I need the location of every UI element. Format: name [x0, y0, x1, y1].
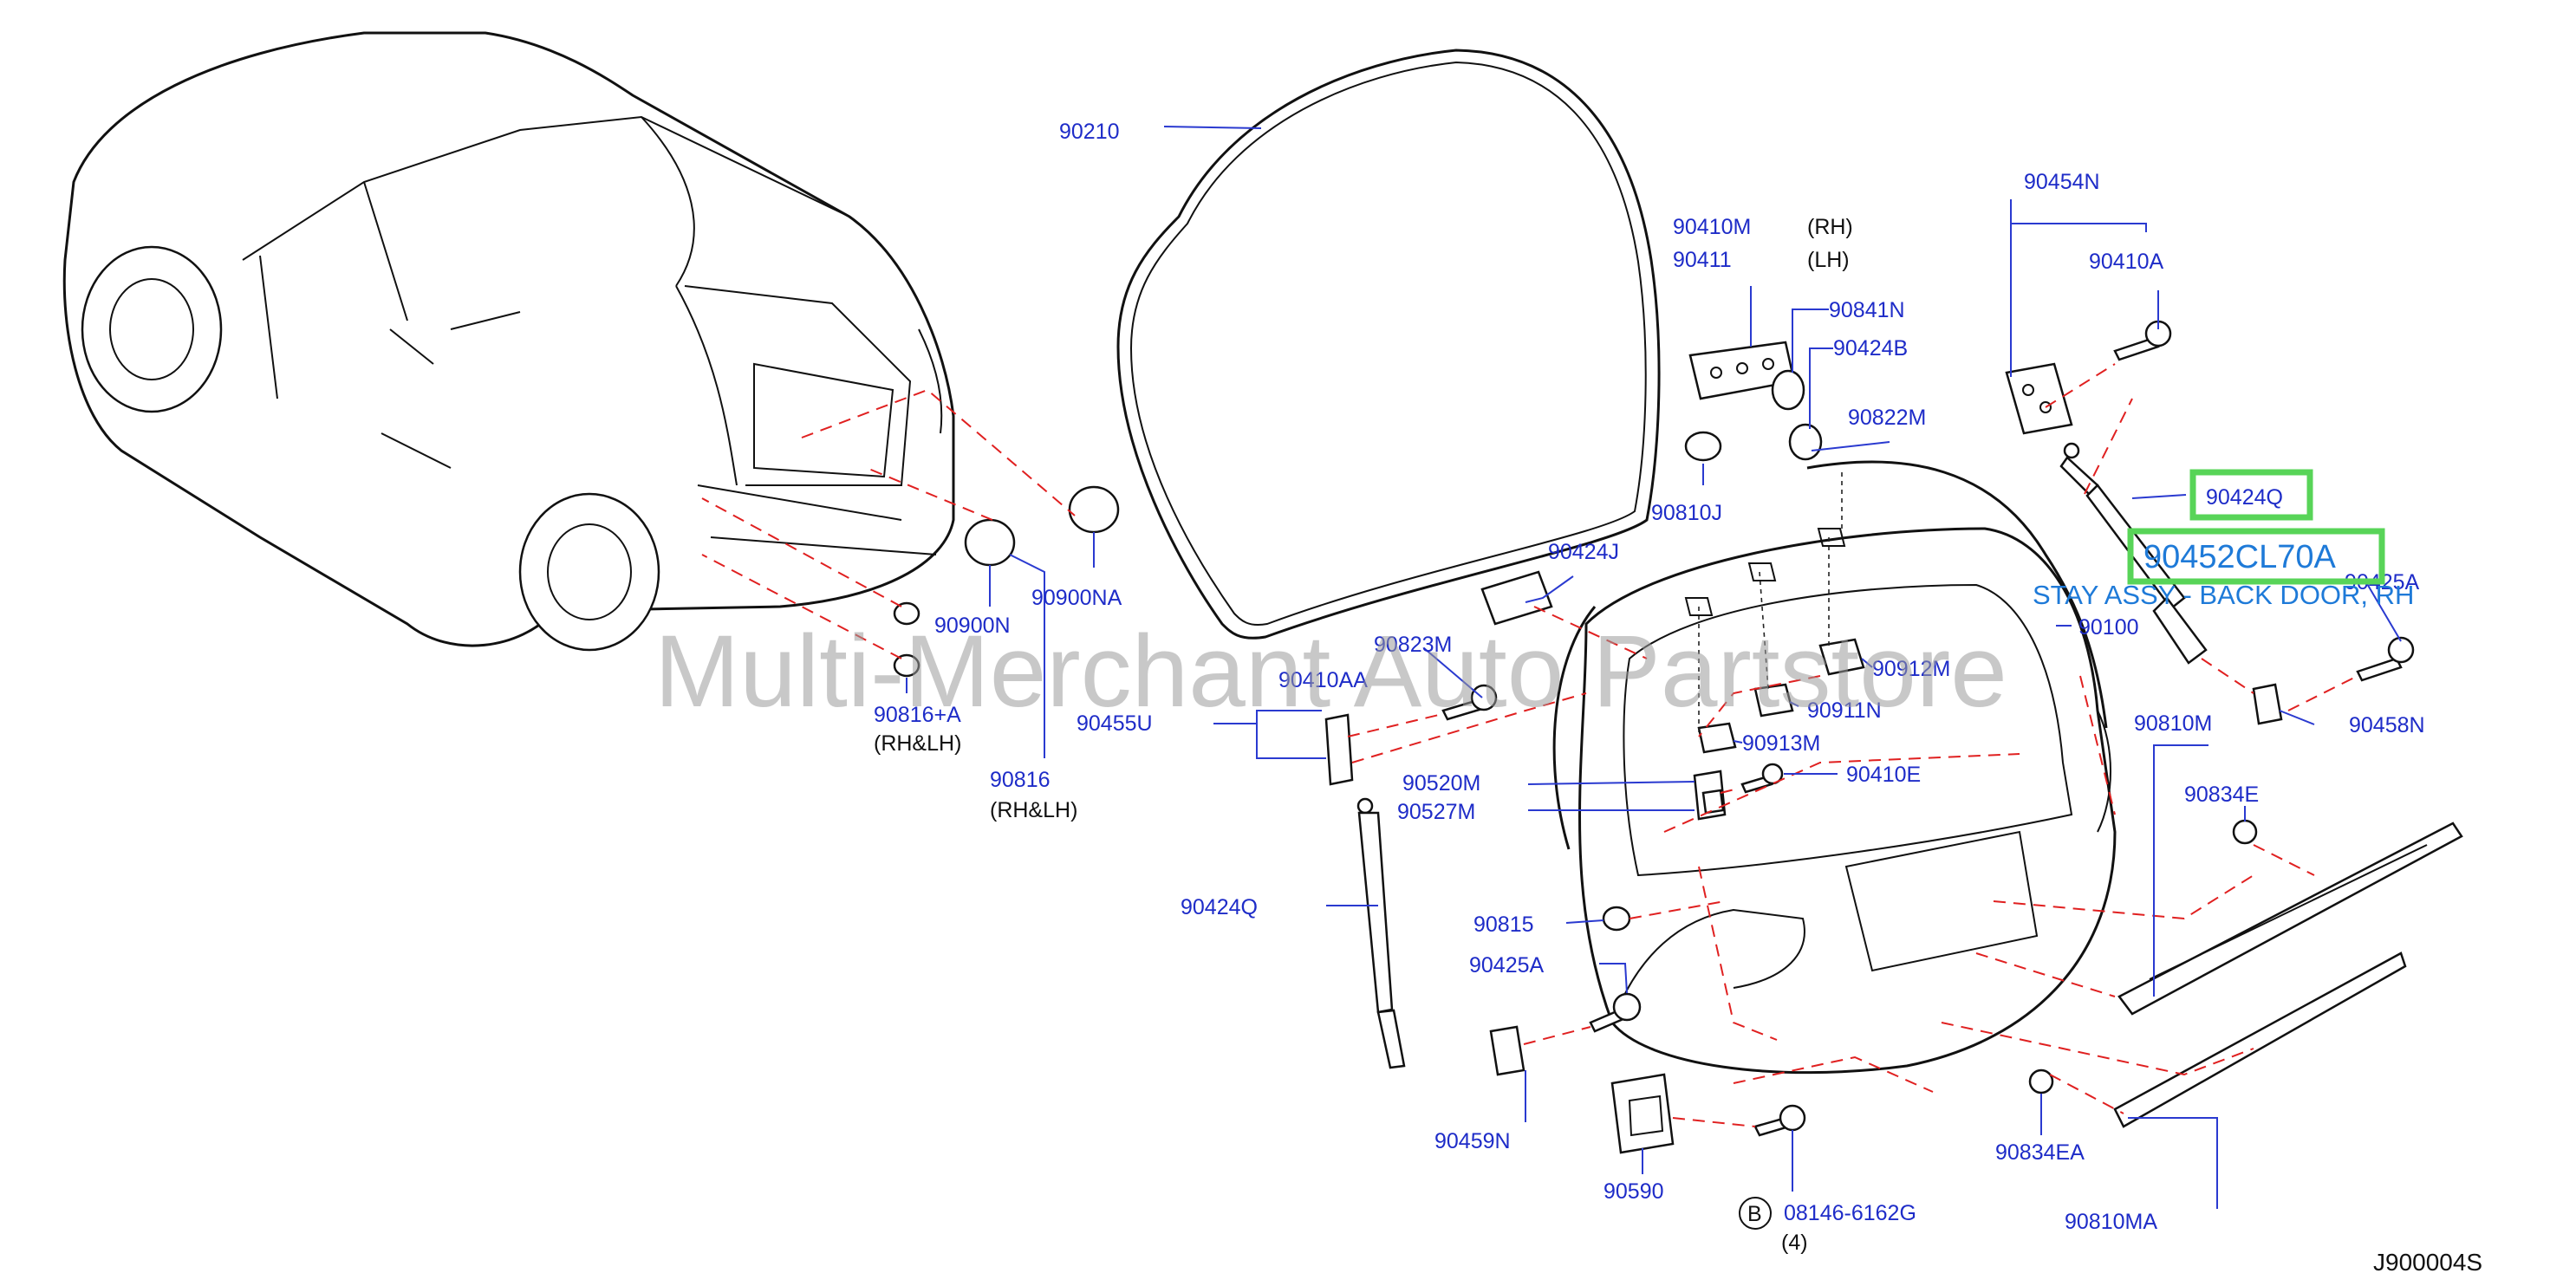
alignment-lines	[1684, 472, 1846, 737]
label-90425A-bottom[interactable]: 90425A	[1469, 953, 1545, 977]
bumper-90424B	[1788, 423, 1823, 461]
label-90100[interactable]: 90100	[2078, 615, 2139, 640]
bolt-90410A	[2113, 320, 2172, 361]
bracket-90454N	[2005, 362, 2073, 435]
label-90810M[interactable]: 90810M	[2134, 711, 2212, 736]
label-90458N[interactable]: 90458N	[2349, 713, 2425, 737]
lamp-90900N	[964, 518, 1016, 567]
bolt-90425A-top	[2356, 636, 2415, 682]
diagram-id: J900004S	[2373, 1249, 2482, 1276]
label-90410AA[interactable]: 90410AA	[1278, 668, 1368, 692]
bracket-90911N	[1753, 683, 1794, 718]
label-90900N[interactable]: 90900N	[934, 614, 1011, 638]
label-90834E[interactable]: 90834E	[2184, 783, 2259, 807]
label-rhlh-1: (RH&LH)	[874, 731, 961, 756]
lamp-90900NA	[1068, 485, 1120, 534]
bracket-90913M	[1697, 722, 1737, 754]
label-90210[interactable]: 90210	[1059, 120, 1120, 144]
label-90810MA[interactable]: 90810MA	[2065, 1210, 2157, 1234]
bracket-90455U	[1324, 713, 1354, 786]
switch-90815	[1602, 906, 1631, 932]
label-rh-1: (RH)	[1807, 215, 1853, 239]
label-90520M[interactable]: 90520M	[1402, 771, 1480, 796]
vehicle-illustration	[62, 31, 955, 652]
part-labels: 90210 90410M (RH) 90411 (LH) 90841N 9042…	[874, 120, 2425, 1255]
label-90913M[interactable]: 90913M	[1742, 731, 1820, 756]
bracket-90459N	[1489, 1025, 1525, 1076]
clip-90810J	[1684, 431, 1722, 462]
label-90459N[interactable]: 90459N	[1434, 1129, 1511, 1153]
label-90410A[interactable]: 90410A	[2089, 250, 2164, 274]
bolt-08146	[1753, 1104, 1806, 1137]
back-door-glass	[1116, 49, 1661, 640]
label-90424Q-bottom[interactable]: 90424Q	[1181, 895, 1258, 919]
leader-lines	[906, 126, 2402, 1209]
label-90900NA[interactable]: 90900NA	[1031, 586, 1122, 610]
relation-lines	[701, 363, 2358, 1127]
bolt-90425A-bottom	[1589, 992, 1642, 1033]
label-rhlh-2: (RH&LH)	[990, 798, 1077, 822]
highlighted-part: 90452CL70A STAY ASSY - BACK DOOR, RH	[2033, 469, 2414, 610]
label-90424B[interactable]: 90424B	[1833, 336, 1908, 360]
label-90410M[interactable]: 90410M	[1673, 215, 1751, 239]
label-90454N[interactable]: 90454N	[2024, 170, 2100, 194]
bolt-ref-letter: B	[1747, 1202, 1762, 1226]
label-90823M[interactable]: 90823M	[1374, 633, 1452, 657]
stopper-90424J	[1480, 570, 1553, 626]
bolt-90410AA	[1441, 684, 1498, 721]
label-qty-4: (4)	[1781, 1231, 1808, 1255]
label-90424J[interactable]: 90424J	[1548, 540, 1619, 564]
label-08146[interactable]: 08146-6162G	[1784, 1201, 1916, 1225]
label-90455U[interactable]: 90455U	[1077, 711, 1153, 736]
grommet-90834EA	[2028, 1068, 2054, 1094]
label-90410E[interactable]: 90410E	[1846, 763, 1921, 787]
label-90816A[interactable]: 90816+A	[874, 703, 961, 727]
bracket-90458N	[2252, 683, 2283, 725]
hinge-90410M	[1688, 341, 1796, 400]
highlight-box-part-number[interactable]	[2127, 528, 2385, 585]
highlight-part-number[interactable]: 90452CL70A	[2143, 539, 2337, 575]
label-90912M[interactable]: 90912M	[1872, 657, 1950, 681]
label-90411[interactable]: 90411	[1673, 248, 1732, 272]
back-door-panel	[1578, 527, 2117, 1075]
latch-90590	[1610, 1073, 1675, 1154]
label-lh-1: (LH)	[1807, 248, 1850, 272]
rear-garnish-lower	[2113, 952, 2407, 1128]
label-90815[interactable]: 90815	[1473, 913, 1534, 937]
watermark: Multi-Merchant Auto Partstore	[654, 614, 2007, 729]
bumper-90841N	[1771, 369, 1805, 411]
side-weatherstrip	[1552, 606, 1597, 850]
plug-90816A	[893, 601, 920, 678]
highlight-part-description: STAY ASSY - BACK DOOR, RH	[2033, 580, 2414, 610]
label-90424Q-top[interactable]: 90424Q	[2206, 485, 2283, 510]
grommet-90834E	[2232, 819, 2258, 845]
highlight-box-90424Q[interactable]	[2189, 469, 2313, 521]
label-90590[interactable]: 90590	[1603, 1179, 1664, 1204]
gas-stay-lower	[1356, 797, 1406, 1069]
label-90822M[interactable]: 90822M	[1848, 406, 1926, 430]
striker-90520M	[1693, 770, 1727, 821]
bolt-90410E	[1740, 763, 1784, 794]
label-90834EA[interactable]: 90834EA	[1995, 1140, 2085, 1165]
bracket-90912M	[1818, 638, 1865, 676]
label-90841N[interactable]: 90841N	[1829, 298, 1905, 322]
bolt-ref-circle	[1739, 1197, 1772, 1230]
roof-weatherstrip	[1806, 460, 2108, 729]
rear-garnish-upper	[2117, 822, 2463, 1016]
label-90816[interactable]: 90816	[990, 768, 1051, 792]
label-90527M[interactable]: 90527M	[1397, 800, 1475, 824]
label-90810J[interactable]: 90810J	[1651, 501, 1722, 525]
label-90911N[interactable]: 90911N	[1807, 698, 1882, 723]
